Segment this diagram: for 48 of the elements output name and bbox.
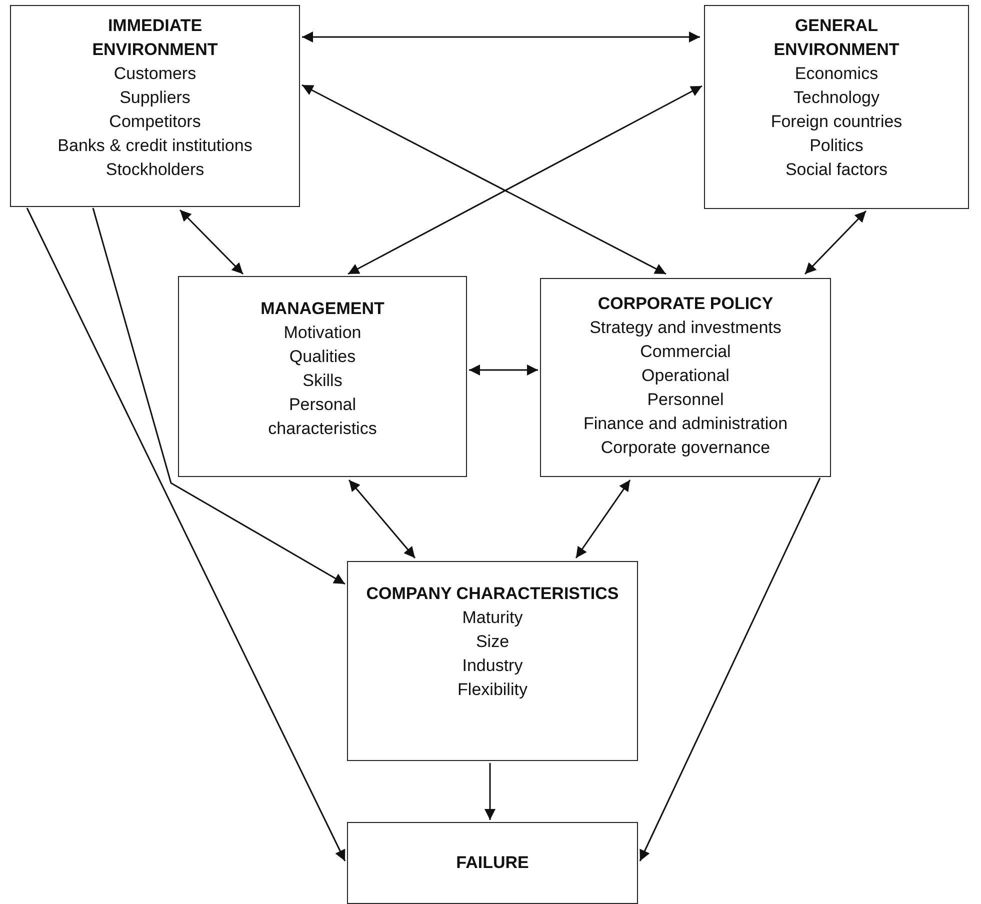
box-item: Suppliers [120, 87, 190, 109]
box-heading: GENERAL ENVIRONMENT [772, 15, 900, 61]
box-item: Flexibility [458, 679, 528, 701]
box-item: Social factors [785, 159, 888, 181]
process-box [178, 276, 467, 477]
process-box [10, 5, 300, 207]
box-item: Competitors [109, 111, 201, 133]
box-heading: MANAGEMENT [260, 298, 384, 320]
box-item: Skills [302, 370, 342, 392]
box-item: Technology [793, 87, 880, 109]
process-box [347, 822, 638, 904]
arrow [179, 209, 244, 275]
box-item: Industry [462, 655, 523, 677]
arrow [302, 32, 700, 42]
box-item: Size [476, 631, 510, 653]
box-item: Personnel [647, 389, 724, 411]
box-item: Strategy and investments [590, 317, 782, 339]
arrow [804, 210, 867, 275]
box-item: Stockholders [106, 159, 204, 181]
box-item: Qualities [289, 346, 356, 368]
box-item: Finance and administration [583, 413, 788, 435]
arrow [348, 85, 702, 275]
box-item: Personal characteristics [267, 394, 378, 440]
box-item: Customers [114, 63, 196, 85]
arrow [469, 364, 538, 376]
box-heading: IMMEDIATE ENVIRONMENT [91, 15, 219, 61]
box-item: Maturity [462, 607, 523, 629]
process-box [540, 278, 831, 477]
box-item: Operational [642, 365, 730, 387]
box-item: Banks & credit institutions [58, 135, 252, 157]
box-item: Commercial [640, 341, 731, 363]
arrow [26, 208, 346, 862]
arrow [348, 480, 416, 558]
arrow [484, 763, 496, 820]
box-item: Economics [794, 63, 878, 85]
arrow [92, 208, 346, 585]
box-heading: COMPANY CHARACTERISTICS [366, 583, 619, 605]
box-heading: CORPORATE POLICY [598, 293, 774, 315]
arrow [639, 478, 821, 862]
box-item: Motivation [284, 322, 362, 344]
box-item: Corporate governance [600, 437, 770, 459]
arrow [302, 84, 666, 275]
box-heading: FAILURE [456, 852, 529, 874]
box-item: Politics [810, 135, 864, 157]
process-box [704, 5, 969, 209]
arrow [575, 480, 631, 558]
process-box [347, 561, 638, 761]
box-item: Foreign countries [770, 111, 902, 133]
